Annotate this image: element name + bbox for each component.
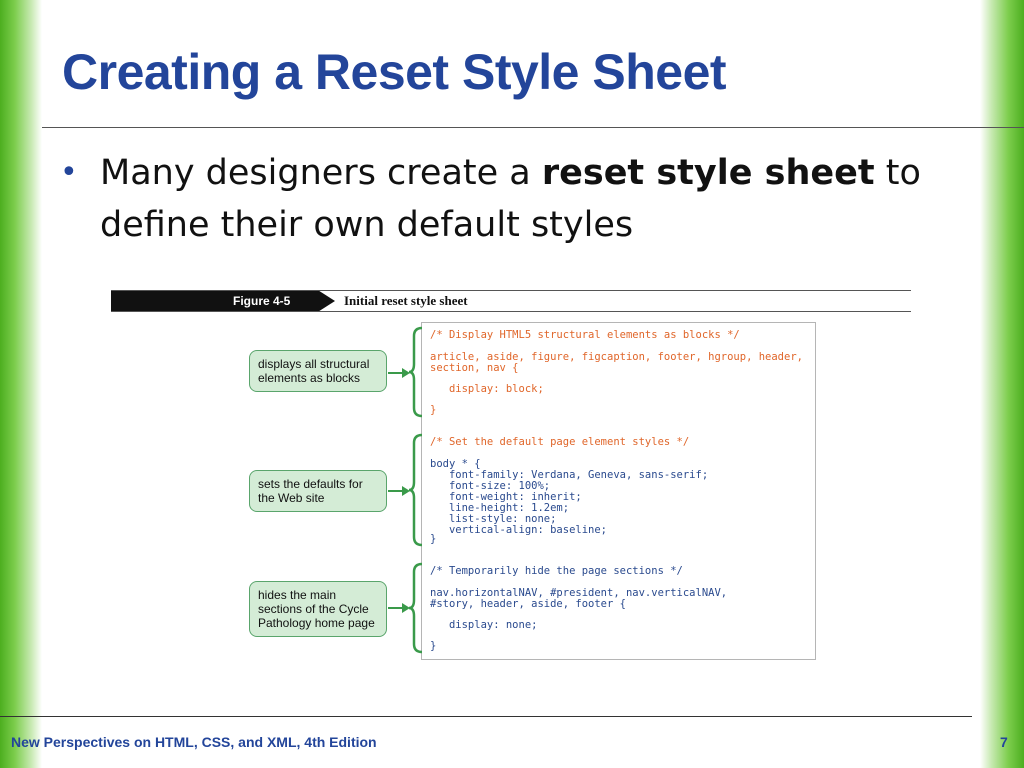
arrow-right-icon xyxy=(388,486,410,496)
note-site-defaults: sets the defaults for the Web site xyxy=(249,470,387,512)
note-hide-sections: hides the main sections of the Cycle Pat… xyxy=(249,581,387,637)
page-number: 7 xyxy=(1000,734,1008,750)
code-close-3: } xyxy=(430,640,437,652)
code-declaration-1: display: block; xyxy=(430,383,544,395)
figure-header-bar: Figure 4-5 Initial reset style sheet xyxy=(111,290,911,312)
code-close-1: } xyxy=(430,404,437,416)
brace-icon-1 xyxy=(408,326,423,418)
bullet-text-bold: reset style sheet xyxy=(541,153,875,193)
code-selector-2: body * { xyxy=(430,458,481,470)
figure-label: Figure 4-5 xyxy=(111,291,335,311)
code-selector-3: nav.horizontalNAV, #president, nav.verti… xyxy=(430,587,728,610)
title-divider xyxy=(42,127,1024,128)
left-decor-band xyxy=(0,0,42,768)
code-declaration-3: display: none; xyxy=(430,619,538,631)
slide-title: Creating a Reset Style Sheet xyxy=(62,44,727,100)
bullet-text: Many designers create a reset style shee… xyxy=(100,147,960,251)
footer-divider xyxy=(0,716,972,717)
right-decor-band xyxy=(980,0,1024,768)
code-comment-2: /* Set the default page element styles *… xyxy=(430,436,690,448)
code-panel xyxy=(421,322,816,660)
code-comment-3: /* Temporarily hide the page sections */ xyxy=(430,565,683,577)
brace-icon-3 xyxy=(408,562,423,654)
bullet-text-end: to define their own default styles xyxy=(100,153,921,245)
figure-caption: Initial reset style sheet xyxy=(344,293,468,308)
code-close-2: } xyxy=(430,533,437,545)
arrow-right-icon xyxy=(388,603,410,613)
brace-icon-2 xyxy=(408,433,423,547)
footer-text: New Perspectives on HTML, CSS, and XML, … xyxy=(11,734,377,750)
code-comment-1: /* Display HTML5 structural elements as … xyxy=(430,329,740,341)
bullet-text-start: Many designers create a xyxy=(100,153,542,193)
code-selector-1: article, aside, figure, figcaption, foot… xyxy=(430,351,803,374)
arrow-right-icon xyxy=(388,368,410,378)
note-structural-blocks: displays all structural elements as bloc… xyxy=(249,350,387,392)
code-declarations-2: font-family: Verdana, Geneva, sans-serif… xyxy=(448,469,709,536)
bullet-dot-icon: • xyxy=(60,155,78,190)
